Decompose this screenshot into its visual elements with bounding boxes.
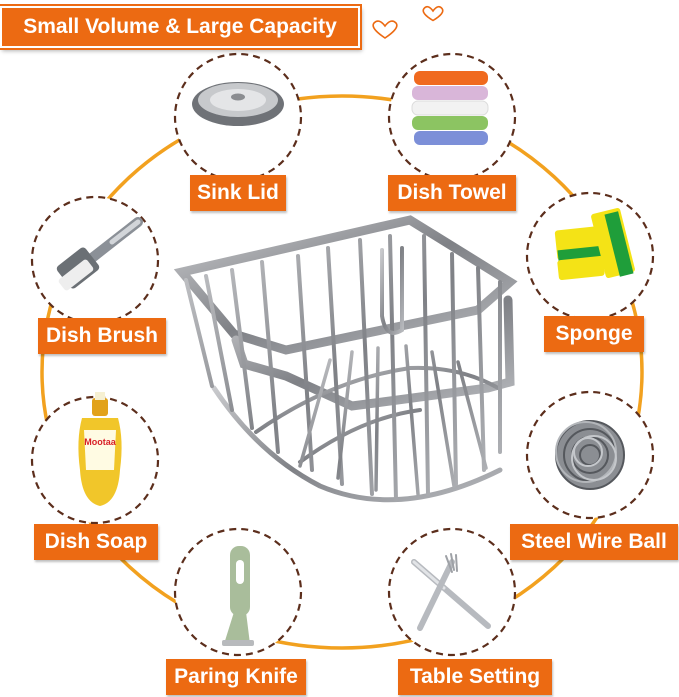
dish-brush-icon	[56, 217, 143, 291]
label-paring-knife: Paring Knife	[166, 659, 306, 695]
sink-lid-icon	[192, 82, 284, 126]
dish-soap-icon	[78, 392, 122, 506]
label-sink-lid: Sink Lid	[190, 175, 286, 211]
soap-logo: Mootaa	[84, 437, 116, 447]
page-title: Small Volume & Large Capacity	[0, 6, 360, 48]
heart-icon	[422, 5, 444, 22]
towel-stack-icon	[411, 71, 489, 145]
label-dish-soap: Dish Soap	[34, 524, 158, 560]
paring-knife-icon	[222, 546, 254, 646]
knife-fork-icon	[411, 553, 491, 631]
label-sponge: Sponge	[544, 316, 644, 352]
label-dish-towel: Dish Towel	[388, 175, 516, 211]
steel-wire-ball-icon	[555, 420, 625, 490]
label-steel-wire-ball: Steel Wire Ball	[510, 524, 678, 560]
label-dish-brush: Dish Brush	[38, 318, 166, 354]
sponge-icon	[554, 207, 635, 281]
heart-icon	[372, 20, 398, 39]
label-table-setting: Table Setting	[398, 659, 552, 695]
